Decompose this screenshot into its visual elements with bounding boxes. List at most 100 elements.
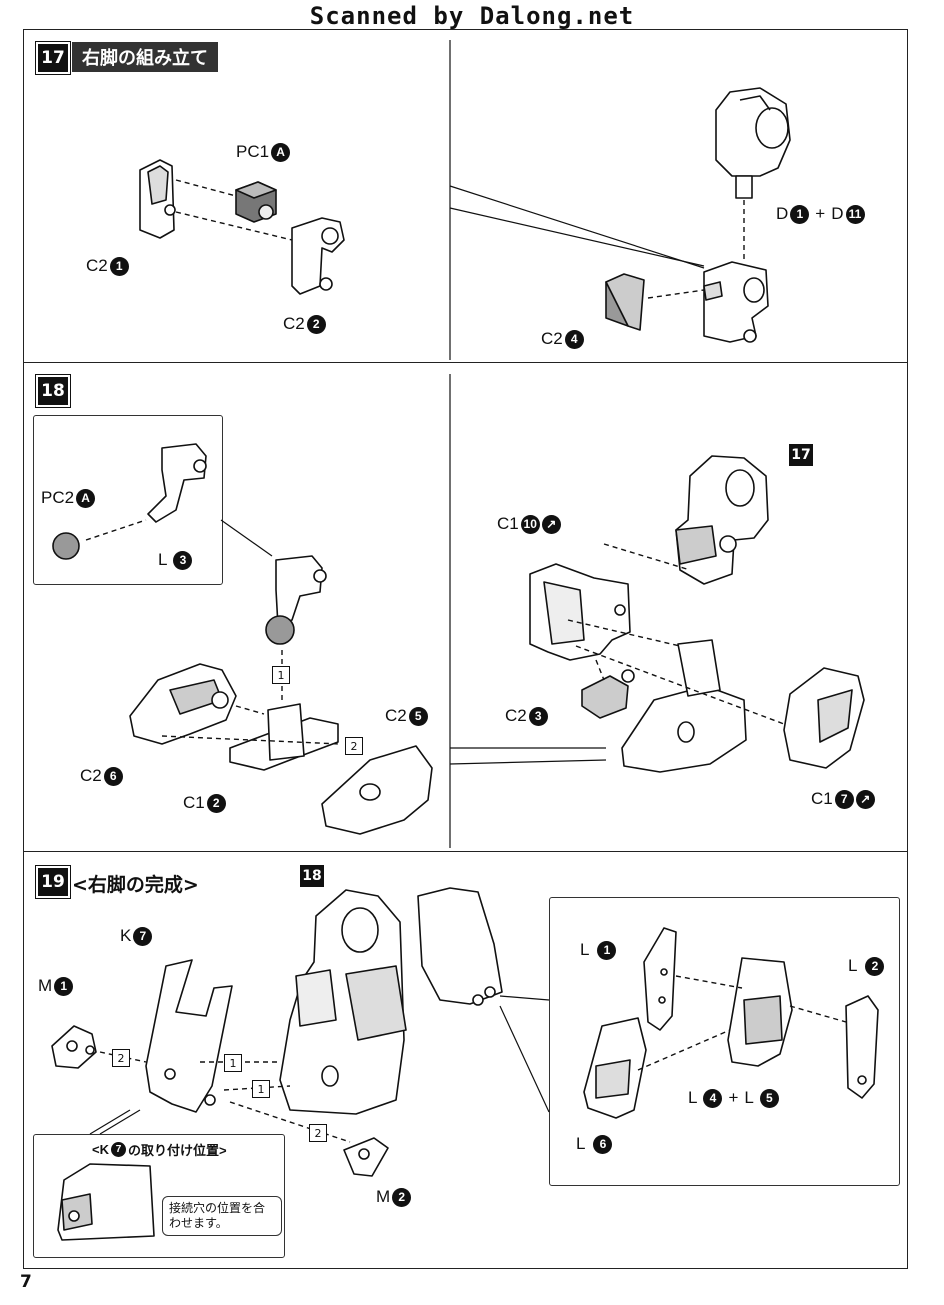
label-l6: L 6	[576, 1134, 613, 1154]
l5-text: L	[744, 1088, 754, 1107]
l3-text: L	[158, 550, 168, 569]
c1-10-num: 10	[520, 514, 540, 534]
d1-num: 1	[790, 204, 810, 224]
k7-num: 7	[133, 926, 153, 946]
l1-num: 1	[597, 940, 617, 960]
c2-2-num: 2	[306, 314, 326, 334]
m1-part	[51, 1025, 97, 1069]
c1-7-part	[783, 667, 865, 769]
c1-7-clear-icon: ↗	[855, 789, 875, 809]
l4-l5-part	[727, 957, 793, 1067]
label-d1-d11: D 1 + D 11	[776, 204, 865, 224]
k7-text: K	[120, 926, 132, 945]
order-box-1: 1	[272, 666, 290, 684]
c2-1-num: 1	[109, 256, 129, 276]
l1-part	[643, 927, 677, 1031]
pc2-tag: A	[76, 488, 96, 508]
label-pc2-a: PC2 A	[41, 488, 96, 508]
step-18-number: 18	[35, 374, 71, 408]
c2-5-part	[321, 745, 433, 835]
l2-text: L	[848, 956, 858, 975]
c1-2-num: 2	[206, 793, 226, 813]
label-c2-3: C2 3	[505, 706, 548, 726]
order-box-2: 2	[345, 737, 363, 755]
order-box-2b: 2	[309, 1124, 327, 1142]
c2-4-part	[605, 273, 645, 331]
pc1-cap	[235, 181, 277, 223]
step-19-title: <右脚の完成>	[72, 874, 199, 896]
l4-num: 4	[703, 1088, 723, 1108]
leg-joint-part	[703, 261, 769, 343]
c2-1-text: C2	[86, 256, 108, 275]
assembled-leg-18	[279, 889, 407, 1115]
c2-6-num: 6	[103, 766, 123, 786]
l6-num: 6	[593, 1134, 613, 1154]
c2-5-num: 5	[408, 706, 428, 726]
c2-3-text: C2	[505, 706, 527, 725]
c2-1-part	[139, 159, 176, 239]
c1-7-num: 7	[834, 789, 854, 809]
c2-3-part	[581, 669, 635, 719]
c1-10-frame	[529, 563, 631, 661]
c2-3-num: 3	[528, 706, 548, 726]
l-back-assembly	[417, 887, 503, 1006]
c2-5-text: C2	[385, 706, 407, 725]
m1-text: M	[38, 976, 53, 995]
k7-detail	[57, 1163, 155, 1241]
watermark: Scanned by Dalong.net	[309, 2, 635, 30]
label-m1: M 1	[38, 976, 74, 996]
c2-4-num: 4	[564, 329, 584, 349]
label-c2-1: C2 1	[86, 256, 129, 276]
d2-text: D	[831, 204, 844, 223]
label-c1-10: C1 10 ↗	[497, 514, 561, 534]
page-number: 7	[20, 1272, 32, 1292]
l1-text: L	[580, 940, 590, 959]
label-c2-6: C2 6	[80, 766, 123, 786]
label-l4-l5: L 4 + L 5	[688, 1088, 779, 1108]
label-pc1-a: PC1 A	[236, 142, 291, 162]
m1-num: 1	[54, 976, 74, 996]
c1-10-text: C1	[497, 514, 519, 533]
label-k7: K 7	[120, 926, 153, 946]
step-17-title: 右脚の組み立て	[72, 42, 218, 72]
c1-10-clear-icon: ↗	[541, 514, 561, 534]
step-19-number: 19	[35, 865, 71, 899]
m2-num: 2	[392, 1187, 412, 1207]
c1-2-part	[229, 703, 339, 771]
m2-part	[343, 1137, 389, 1177]
label-l3: L 3	[158, 550, 193, 570]
plus-text: +	[815, 204, 826, 223]
order-box-1a: 1	[224, 1054, 242, 1072]
d11-num: 11	[845, 204, 865, 224]
label-c1-2: C1 2	[183, 793, 226, 813]
k7-inset-note: 接続穴の位置を合わせます。	[162, 1196, 282, 1236]
l4-text: L	[688, 1088, 698, 1107]
c2-4-text: C2	[541, 329, 563, 348]
pc1-tag: A	[271, 142, 291, 162]
label-c1-7: C1 7 ↗	[811, 789, 875, 809]
order-box-2a: 2	[112, 1049, 130, 1067]
d-text: D	[776, 204, 789, 223]
step-17-number: 17	[35, 41, 71, 75]
k7-inset-title-num: 7	[110, 1142, 126, 1157]
d-head-part	[715, 87, 791, 199]
m2-text: M	[376, 1187, 391, 1206]
l2-num: 2	[865, 956, 885, 976]
order-box-1b: 1	[252, 1080, 270, 1098]
label-c2-4: C2 4	[541, 329, 584, 349]
c2-6-part	[129, 663, 237, 745]
k7-part	[145, 959, 233, 1113]
l5-num: 5	[759, 1088, 779, 1108]
c2-6-text: C2	[80, 766, 102, 785]
pc2-text: PC2	[41, 488, 75, 507]
k7-inset-title-post: の取り付け位置>	[127, 1143, 227, 1158]
l3-num: 3	[173, 550, 193, 570]
inset-l3-part	[147, 443, 207, 523]
l2-part	[845, 995, 879, 1099]
pc2-ball	[52, 532, 80, 560]
label-l2: L 2	[848, 956, 885, 976]
k7-inset-title: <K 7 の取り付け位置>	[92, 1140, 227, 1159]
c1-7-text: C1	[811, 789, 833, 808]
ref-step-17: 17	[789, 444, 813, 466]
